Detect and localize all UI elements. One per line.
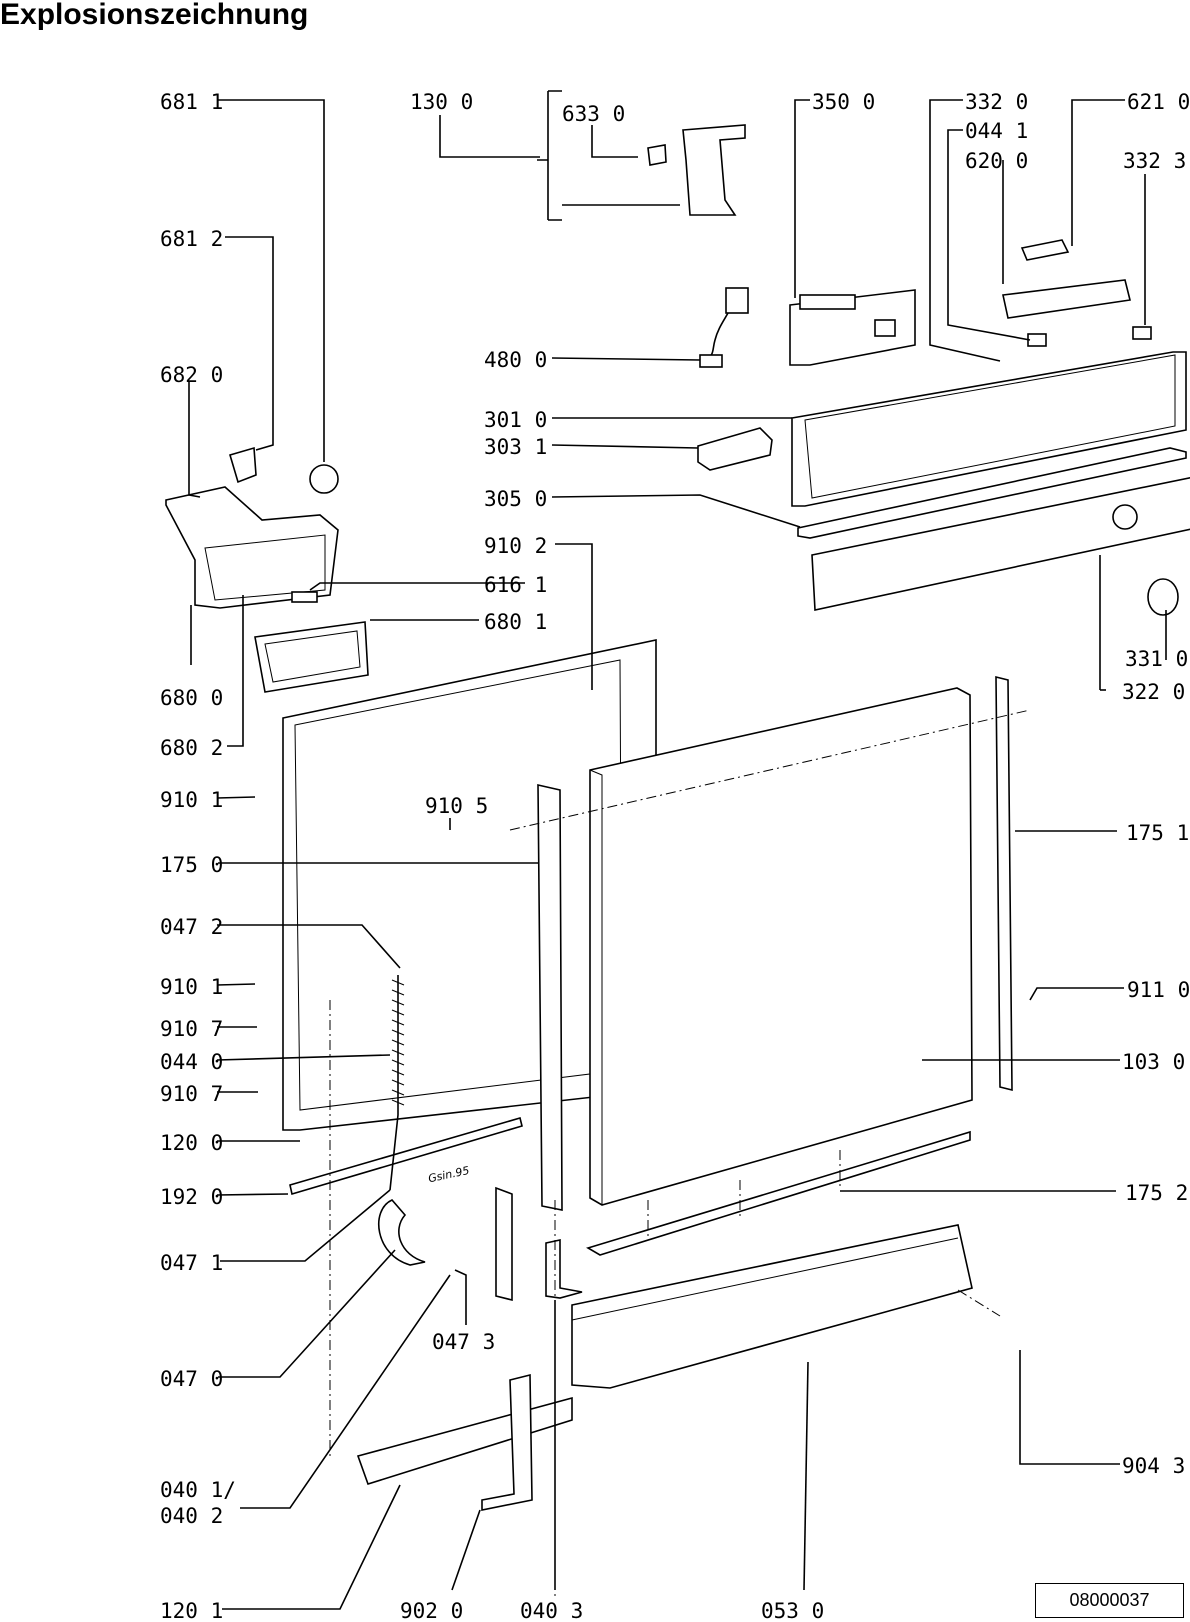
part-label: 910 7 <box>160 1017 223 1041</box>
leader-lines <box>188 90 1167 1610</box>
part-label: 040 3 <box>520 1599 583 1622</box>
part-label: 331 0 <box>1125 647 1188 671</box>
part-label: 322 0 <box>1122 680 1185 704</box>
part-label: 910 7 <box>160 1082 223 1106</box>
part-label: 680 0 <box>160 686 223 710</box>
part-label: 910 1 <box>160 975 223 999</box>
part-label: 910 5 <box>425 794 488 818</box>
part-label: 681 2 <box>160 227 223 251</box>
part-label: 303 1 <box>484 435 547 459</box>
part-label: 120 0 <box>160 1131 223 1155</box>
part-label: 633 0 <box>562 102 625 126</box>
part-label: 480 0 <box>484 348 547 372</box>
drawing-number-box: 08000037 <box>1035 1583 1184 1618</box>
part-label: 103 0 <box>1122 1050 1185 1074</box>
part-label: 305 0 <box>484 487 547 511</box>
part-label: 621 0 <box>1127 90 1190 114</box>
part-label: 682 0 <box>160 363 223 387</box>
part-label: 120 1 <box>160 1599 223 1622</box>
part-label: 047 1 <box>160 1251 223 1275</box>
part-label: 192 0 <box>160 1185 223 1209</box>
part-label: 911 0 <box>1127 978 1190 1002</box>
part-label: 175 2 <box>1125 1181 1188 1205</box>
part-label: 680 2 <box>160 736 223 760</box>
part-label: 047 0 <box>160 1367 223 1391</box>
part-label: 053 0 <box>761 1599 824 1622</box>
part-label: 904 3 <box>1122 1454 1185 1478</box>
part-label: 175 0 <box>160 853 223 877</box>
part-label: 040 2 <box>160 1504 223 1528</box>
part-label: 350 0 <box>812 90 875 114</box>
part-label: 680 1 <box>484 610 547 634</box>
part-label: 175 1 <box>1126 821 1189 845</box>
part-labels: 681 1 130 0 633 0 350 0 332 0 621 0 044 … <box>160 90 1190 1622</box>
part-label: 616 1 <box>484 573 547 597</box>
page-title: Explosionszeichnung <box>0 0 309 31</box>
part-label: 040 1/ <box>160 1478 236 1502</box>
part-shapes <box>165 124 1190 1600</box>
part-label: 332 3 <box>1123 149 1186 173</box>
part-label: 044 0 <box>160 1050 223 1074</box>
part-label: 130 0 <box>410 90 473 114</box>
part-label: 910 1 <box>160 788 223 812</box>
part-label: 910 2 <box>484 534 547 558</box>
part-label: 902 0 <box>400 1599 463 1622</box>
part-label: 301 0 <box>484 408 547 432</box>
part-label: 047 3 <box>432 1330 495 1354</box>
part-label: 332 0 <box>965 90 1028 114</box>
part-stamp: Gsin.95 <box>427 1164 471 1185</box>
part-label: 044 1 <box>965 119 1028 143</box>
part-label: 047 2 <box>160 915 223 939</box>
part-label: 620 0 <box>965 149 1028 173</box>
part-label: 681 1 <box>160 90 223 114</box>
